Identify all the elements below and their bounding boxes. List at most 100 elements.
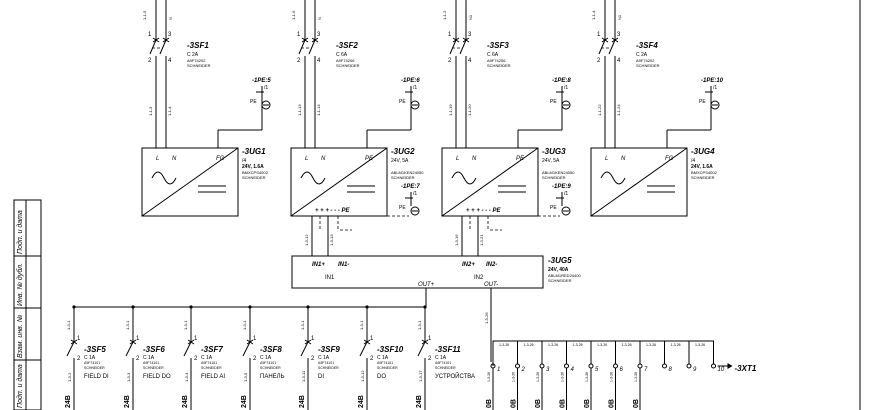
breaker-tag: -3SF3 bbox=[487, 41, 509, 50]
wire-number: 1-3-26 bbox=[536, 372, 540, 382]
wire-number: 1-3-11 bbox=[301, 370, 306, 382]
breaker-maker: SCHNEIDER bbox=[84, 366, 105, 370]
breaker-x-mark bbox=[304, 339, 312, 345]
pe-reference: -1PE:10 bbox=[701, 78, 724, 84]
wire-number: 1-3-26 bbox=[646, 343, 656, 347]
wire-number: 1-1-24 bbox=[616, 104, 621, 116]
pole-number: 1 bbox=[448, 32, 452, 38]
breaker-tag: -3SF7 bbox=[201, 345, 223, 354]
terminal-label: PE bbox=[516, 156, 525, 162]
breaker-model: A9F74101 bbox=[260, 361, 276, 365]
pe-reference-sub: /1 bbox=[264, 85, 268, 91]
circuit-label: FIELD AI bbox=[201, 374, 225, 380]
breaker-contact bbox=[159, 39, 167, 55]
pe-reference-sub: /1 bbox=[713, 85, 717, 91]
wire-number: 1-3-26 bbox=[597, 343, 607, 347]
breaker-tag: -3SF1 bbox=[187, 41, 209, 50]
psu-diagonal bbox=[590, 147, 688, 217]
wire-number: 1-3-26 bbox=[573, 343, 583, 347]
wire-number: 1-1-22 bbox=[597, 104, 602, 116]
terminal-strip-tag: -3XT1 bbox=[735, 364, 757, 373]
breaker-model: A9F74101 bbox=[377, 361, 393, 365]
breaker-rating: C 1A bbox=[143, 355, 155, 361]
wire-number: 1-3-26 bbox=[622, 343, 632, 347]
breaker-rating: C 1A bbox=[318, 355, 330, 361]
frame-label: Подп. и дата bbox=[16, 210, 24, 254]
label: IN1 bbox=[325, 275, 335, 281]
circuit-label: DI bbox=[318, 374, 324, 380]
pole-number: 1 bbox=[297, 32, 301, 38]
wire-number: 1-1-6 bbox=[291, 10, 296, 20]
wire-number: 1-3-1 bbox=[300, 320, 305, 330]
terminal-label: OUT+ bbox=[418, 282, 435, 288]
breaker-model: A9F74101 bbox=[435, 361, 451, 365]
psu-tag: -3UG2 bbox=[391, 147, 415, 156]
breaker-rating: C 2A bbox=[187, 52, 199, 58]
power-supply-block bbox=[141, 147, 239, 217]
pe-label: PE bbox=[550, 205, 557, 211]
psu-tag: -3UG5 bbox=[548, 256, 572, 265]
wire-number: 1-1-5 bbox=[142, 10, 147, 20]
breaker-x-mark bbox=[246, 339, 254, 345]
terminal-label: FG bbox=[216, 156, 225, 162]
pe-reference: -1PE:7 bbox=[401, 184, 420, 190]
pole-number: 2 bbox=[194, 356, 198, 362]
breaker-x-mark bbox=[462, 37, 470, 43]
breaker-maker: SCHNEIDER bbox=[377, 366, 398, 370]
breaker-contact bbox=[449, 39, 457, 55]
pole-number: 4 bbox=[168, 58, 172, 64]
wire-number: 1-1-2 bbox=[442, 10, 447, 20]
wire-number: 1-3-26 bbox=[484, 312, 489, 324]
pe-reference-sub: /1 bbox=[413, 85, 417, 91]
terminal-number: 5 bbox=[595, 367, 599, 373]
terminal-screw bbox=[539, 363, 545, 369]
terminal-screw bbox=[686, 363, 692, 369]
ac-wave-icon bbox=[151, 171, 177, 185]
breaker-maker: SCHNEIDER bbox=[636, 63, 660, 68]
pole-number: 1 bbox=[370, 336, 374, 342]
circuit-label: FIELD DO bbox=[143, 374, 171, 380]
terminal-label: L bbox=[156, 156, 159, 162]
wire-number: 1-3-16 bbox=[454, 234, 459, 246]
pole-number: 1 bbox=[77, 336, 81, 342]
psu-maker: SCHNEIDER bbox=[548, 278, 572, 283]
breaker-model: A9F74202 bbox=[187, 58, 206, 63]
pole-number: 2 bbox=[253, 356, 257, 362]
pole-number: 1 bbox=[597, 32, 601, 38]
breaker-model: A9F74101 bbox=[143, 361, 159, 365]
breaker-rating: C 2A bbox=[636, 52, 648, 58]
wire-number: 1-3-21 bbox=[479, 234, 484, 246]
breaker-rating: C 1A bbox=[377, 355, 389, 361]
psu-diagonal bbox=[141, 147, 239, 217]
terminal-number: 8 bbox=[669, 367, 673, 373]
terminal-label: L bbox=[305, 156, 308, 162]
title-block-strip: Подп. и дата Инв. № дубл. Взам. инв. № П… bbox=[13, 199, 42, 410]
pe-reference: -1PE:6 bbox=[401, 78, 420, 84]
pole-number: 4 bbox=[317, 58, 321, 64]
pole-number: 1 bbox=[148, 32, 152, 38]
terminal-jumper bbox=[688, 340, 714, 364]
voltage-label: 0В bbox=[609, 399, 616, 408]
psu-model: ABLM1KEN24050 bbox=[542, 170, 575, 175]
breaker-maker: SCHNEIDER bbox=[336, 63, 360, 68]
pe-label: PE bbox=[399, 99, 406, 105]
breaker-tag: -3SF8 bbox=[260, 345, 282, 354]
wire-number: 1-3-1 bbox=[125, 320, 130, 330]
psu-spec: 24V, 1.6A bbox=[242, 164, 264, 170]
pole-number: 2 bbox=[136, 356, 140, 362]
breaker-contact bbox=[298, 39, 306, 55]
terminal-label: N bbox=[321, 156, 326, 162]
psu-outputs: + + + - - - PE bbox=[315, 208, 351, 214]
wire-number: 1-1-3 bbox=[148, 106, 153, 116]
wire-number: 1-3-17 bbox=[418, 370, 423, 382]
psu-model: BMXCPS4002 bbox=[691, 170, 718, 175]
pole-number: 1 bbox=[428, 336, 432, 342]
psu-maker: SCHNEIDER bbox=[242, 175, 266, 180]
breaker-rating: C 1A bbox=[260, 355, 272, 361]
pe-label: PE bbox=[399, 205, 406, 211]
breaker-x-mark bbox=[152, 37, 160, 43]
pole-number: 1 bbox=[136, 336, 140, 342]
pole-number: 3 bbox=[317, 32, 321, 38]
breaker-maker: SCHNEIDER bbox=[260, 366, 281, 370]
